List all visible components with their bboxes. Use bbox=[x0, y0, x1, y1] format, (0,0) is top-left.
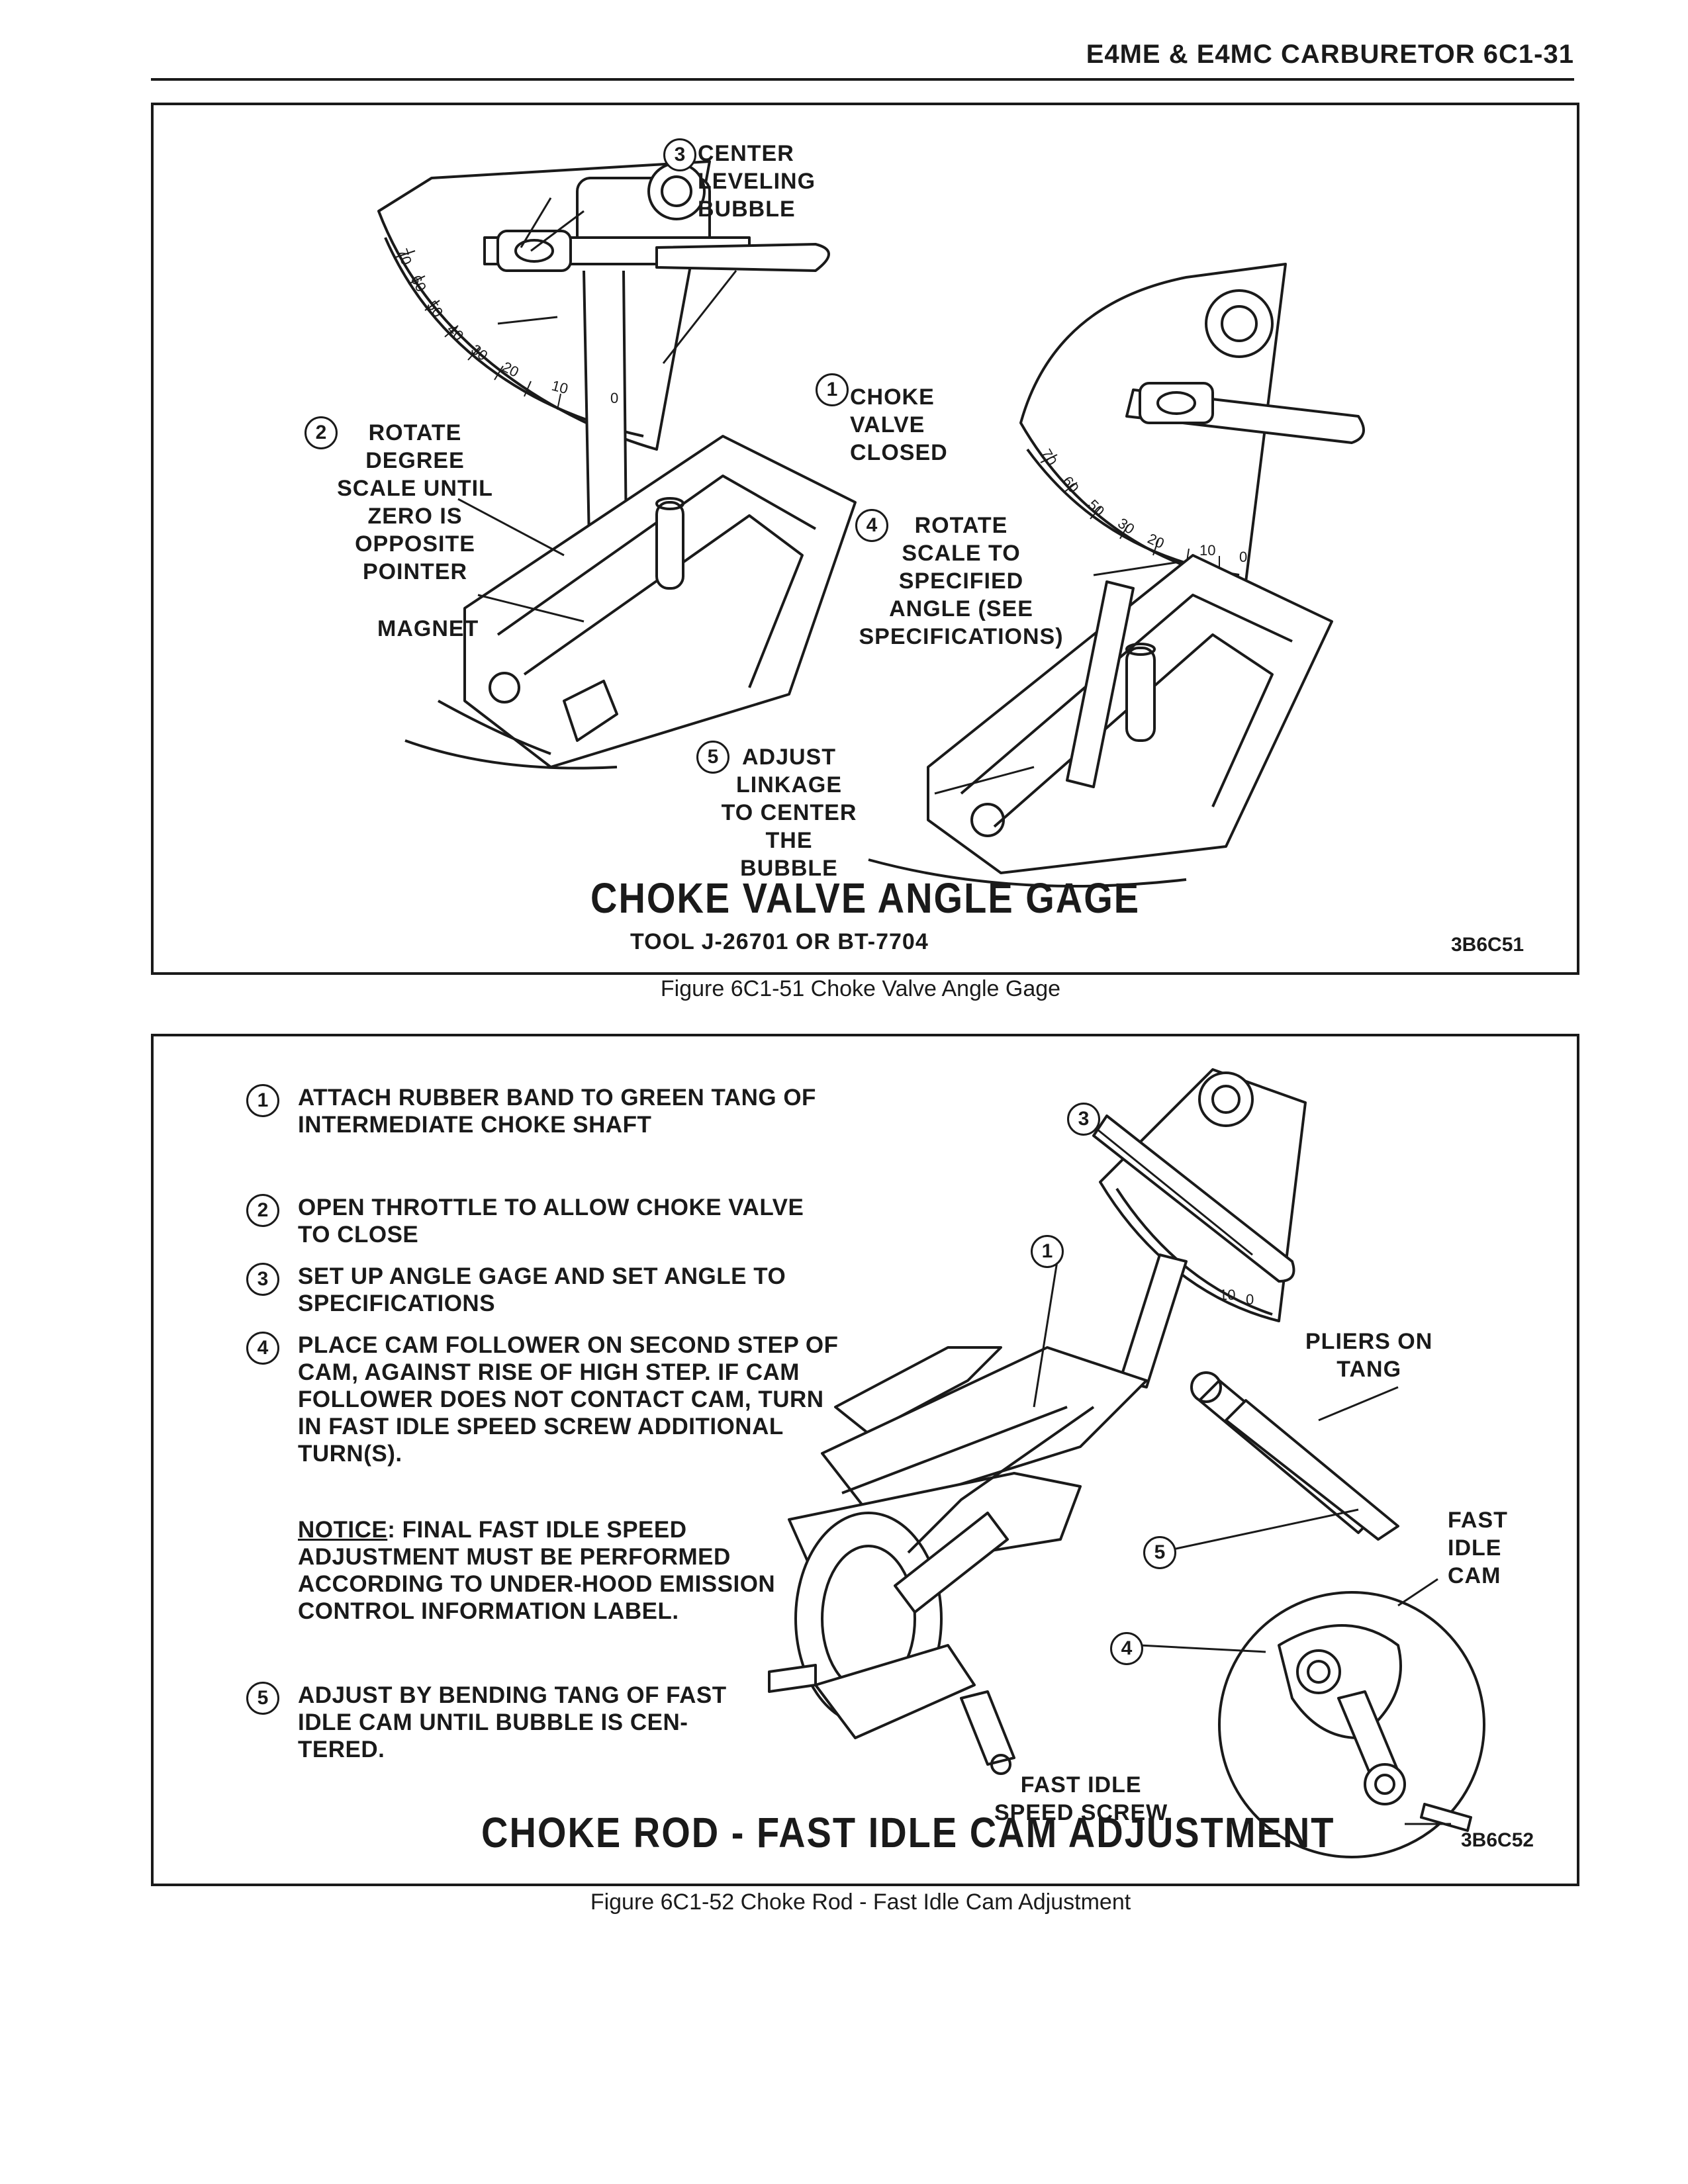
step-number: 5 bbox=[246, 1682, 279, 1715]
figure-title: CHOKE VALVE ANGLE GAGE bbox=[590, 874, 1141, 922]
label-fast-idle-speed-screw: FAST IDLE SPEED SCREW bbox=[994, 1772, 1168, 1825]
figure-code: 3B6C52 bbox=[1461, 1829, 1534, 1851]
scale-mark: 10 bbox=[1219, 1287, 1235, 1303]
page-header: E4ME & E4MC CARBURETOR 6C1-31 bbox=[151, 40, 1574, 81]
notice-label: NOTICE bbox=[298, 1517, 388, 1543]
diagram-callout-3: 3 bbox=[1067, 1103, 1100, 1136]
label-fast-idle-cam: FAST IDLE CAM bbox=[1448, 1508, 1508, 1588]
figure-caption: Figure 6C1-51 Choke Valve Angle Gage bbox=[660, 976, 1061, 1001]
diagram-callout-5: 5 bbox=[1143, 1536, 1176, 1569]
figure-choke-valve-angle-gage: 70 60 50 40 30 20 10 0 70 60 50 30 20 10… bbox=[151, 103, 1579, 975]
callout-rotate-scale-to-angle: ROTATE SCALE TO SPECIFIED ANGLE (SEE SPE… bbox=[859, 513, 1064, 649]
scale-mark: 0 bbox=[610, 390, 618, 406]
notice-text: : FINAL FAST IDLE SPEED ADJUSTMENT MUST … bbox=[298, 1517, 776, 1624]
scale-mark: 10 bbox=[1199, 542, 1215, 559]
callout-number-1: 1 bbox=[816, 373, 849, 406]
diagram-callout-4: 4 bbox=[1110, 1632, 1143, 1665]
step-number: 1 bbox=[246, 1084, 279, 1117]
step-text: PLACE CAM FOLLOWER ON SECOND STEP OF CAM… bbox=[298, 1332, 839, 1467]
callout-number-5: 5 bbox=[696, 741, 729, 774]
step-number: 3 bbox=[246, 1263, 279, 1296]
step-text: ADJUST BY BENDING TANG OF FAST IDLE CAM … bbox=[298, 1682, 727, 1762]
label-pliers-on-tang: PLIERS ON TANG bbox=[1305, 1329, 1433, 1382]
step-text: ATTACH RUBBER BAND TO GREEN TANG OF INTE… bbox=[298, 1085, 816, 1138]
callout-center-leveling-bubble: CENTER LEVELING BUBBLE bbox=[698, 141, 816, 222]
choke-gage-illustration: 70 60 50 40 30 20 10 0 70 60 50 30 20 10… bbox=[377, 160, 1365, 887]
callout-number-2: 2 bbox=[305, 416, 338, 449]
scale-mark: 0 bbox=[1246, 1291, 1254, 1308]
diagram-callout-1: 1 bbox=[1031, 1235, 1064, 1268]
callout-magnet: MAGNET bbox=[377, 616, 479, 641]
step-text: SET UP ANGLE GAGE AND SET ANGLE TO SPECI… bbox=[298, 1263, 786, 1316]
figure-code: 3B6C51 bbox=[1451, 934, 1524, 956]
callout-number-3: 3 bbox=[663, 138, 696, 171]
figure-choke-rod-fast-idle-cam: 10 0 1 ATTACH RUBBER BAND TO GREEN TANG … bbox=[151, 1034, 1579, 1886]
figure-title: CHOKE ROD - FAST IDLE CAM ADJUSTMENT bbox=[481, 1808, 1335, 1856]
step-number: 4 bbox=[246, 1332, 279, 1365]
callout-choke-valve-closed: CHOKE VALVE CLOSED bbox=[850, 385, 948, 465]
scale-mark: 0 bbox=[1239, 549, 1247, 565]
fast-idle-cam-illustration: 10 0 bbox=[768, 1068, 1485, 1858]
step-text: OPEN THROTTLE TO ALLOW CHOKE VALVE TO CL… bbox=[298, 1195, 804, 1248]
section-title: E4ME & E4MC CARBURETOR 6C1-31 bbox=[1086, 40, 1574, 69]
step-number: 2 bbox=[246, 1194, 279, 1227]
figure-caption: Figure 6C1-52 Choke Rod - Fast Idle Cam … bbox=[590, 1889, 1131, 1915]
callout-rotate-degree-scale: ROTATE DEGREE SCALE UNTIL ZERO IS OPPOSI… bbox=[337, 420, 493, 584]
callout-adjust-linkage: ADJUST LINKAGE TO CENTER THE BUBBLE bbox=[721, 745, 857, 881]
callout-number-4: 4 bbox=[855, 509, 888, 542]
figure-subtitle: TOOL J-26701 OR BT-7704 bbox=[630, 929, 929, 954]
